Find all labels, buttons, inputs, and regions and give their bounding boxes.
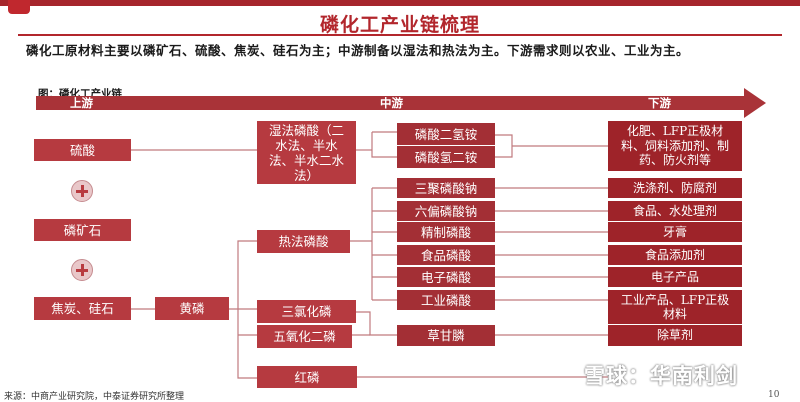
node-shmp: 六偏磷酸钠 bbox=[397, 201, 495, 221]
stage-arrow-band bbox=[36, 96, 746, 110]
stage-label-downstream: 下游 bbox=[648, 96, 671, 110]
source-note: 来源：中商产业研究院，中泰证券研究所整理 bbox=[4, 392, 185, 402]
title-divider bbox=[18, 34, 782, 36]
plus-icon bbox=[71, 259, 93, 281]
node-dap: 磷酸氢二铵 bbox=[397, 146, 495, 168]
stage-label-midstream: 中游 bbox=[380, 96, 403, 110]
plus-icon bbox=[71, 180, 93, 202]
node-phosphate-rock: 磷矿石 bbox=[34, 219, 131, 241]
node-map: 磷酸二氢铵 bbox=[397, 123, 495, 145]
node-food-additive: 食品添加剂 bbox=[608, 245, 742, 265]
node-electronics: 电子产品 bbox=[608, 267, 742, 287]
node-herbicide: 除草剂 bbox=[608, 325, 742, 346]
watermark: 雪球：华南利剑 bbox=[584, 364, 738, 388]
node-food-acid: 食品磷酸 bbox=[397, 245, 495, 265]
node-sulfuric-acid: 硫酸 bbox=[34, 139, 131, 161]
stage-arrow-head bbox=[744, 88, 766, 118]
node-electronic-acid: 电子磷酸 bbox=[397, 267, 495, 287]
node-red-phosphorus: 红磷 bbox=[257, 366, 357, 388]
stage-label-upstream: 上游 bbox=[70, 96, 93, 110]
node-thermal-process-acid: 热法磷酸 bbox=[257, 230, 350, 253]
page-number: 10 bbox=[768, 390, 780, 400]
node-refined-acid: 精制磷酸 bbox=[397, 222, 495, 242]
node-yellow-phosphorus: 黄磷 bbox=[155, 297, 229, 320]
page-title: 磷化工产业链梳理 bbox=[319, 14, 480, 36]
node-toothpaste: 牙膏 bbox=[608, 222, 742, 242]
node-pcl3: 三氯化磷 bbox=[257, 300, 356, 323]
node-wet-process-acid: 湿法磷酸（二水法、半水法、半水二水法） bbox=[257, 121, 356, 184]
node-fertilizer-lfp: 化肥、LFP正极材料、饲料添加剂、制药、防火剂等 bbox=[608, 121, 742, 171]
node-stpp: 三聚磷酸钠 bbox=[397, 178, 495, 198]
node-glyphosate: 草甘膦 bbox=[397, 325, 495, 346]
brand-logo bbox=[8, 0, 30, 14]
node-industrial-lfp: 工业产品、LFP正极材料 bbox=[608, 290, 742, 324]
node-detergent: 洗涤剂、防腐剂 bbox=[608, 178, 742, 198]
page-subtitle: 磷化工原材料主要以磷矿石、硫酸、焦炭、硅石为主；中游制备以湿法和热法为主。下游需… bbox=[26, 43, 690, 58]
top-accent-bar bbox=[0, 0, 800, 6]
node-food-water: 食品、水处理剂 bbox=[608, 201, 742, 221]
node-p2o3: 五氧化二磷 bbox=[257, 325, 352, 348]
node-industrial-acid: 工业磷酸 bbox=[397, 290, 495, 310]
node-coke-silica: 焦炭、硅石 bbox=[34, 297, 131, 320]
